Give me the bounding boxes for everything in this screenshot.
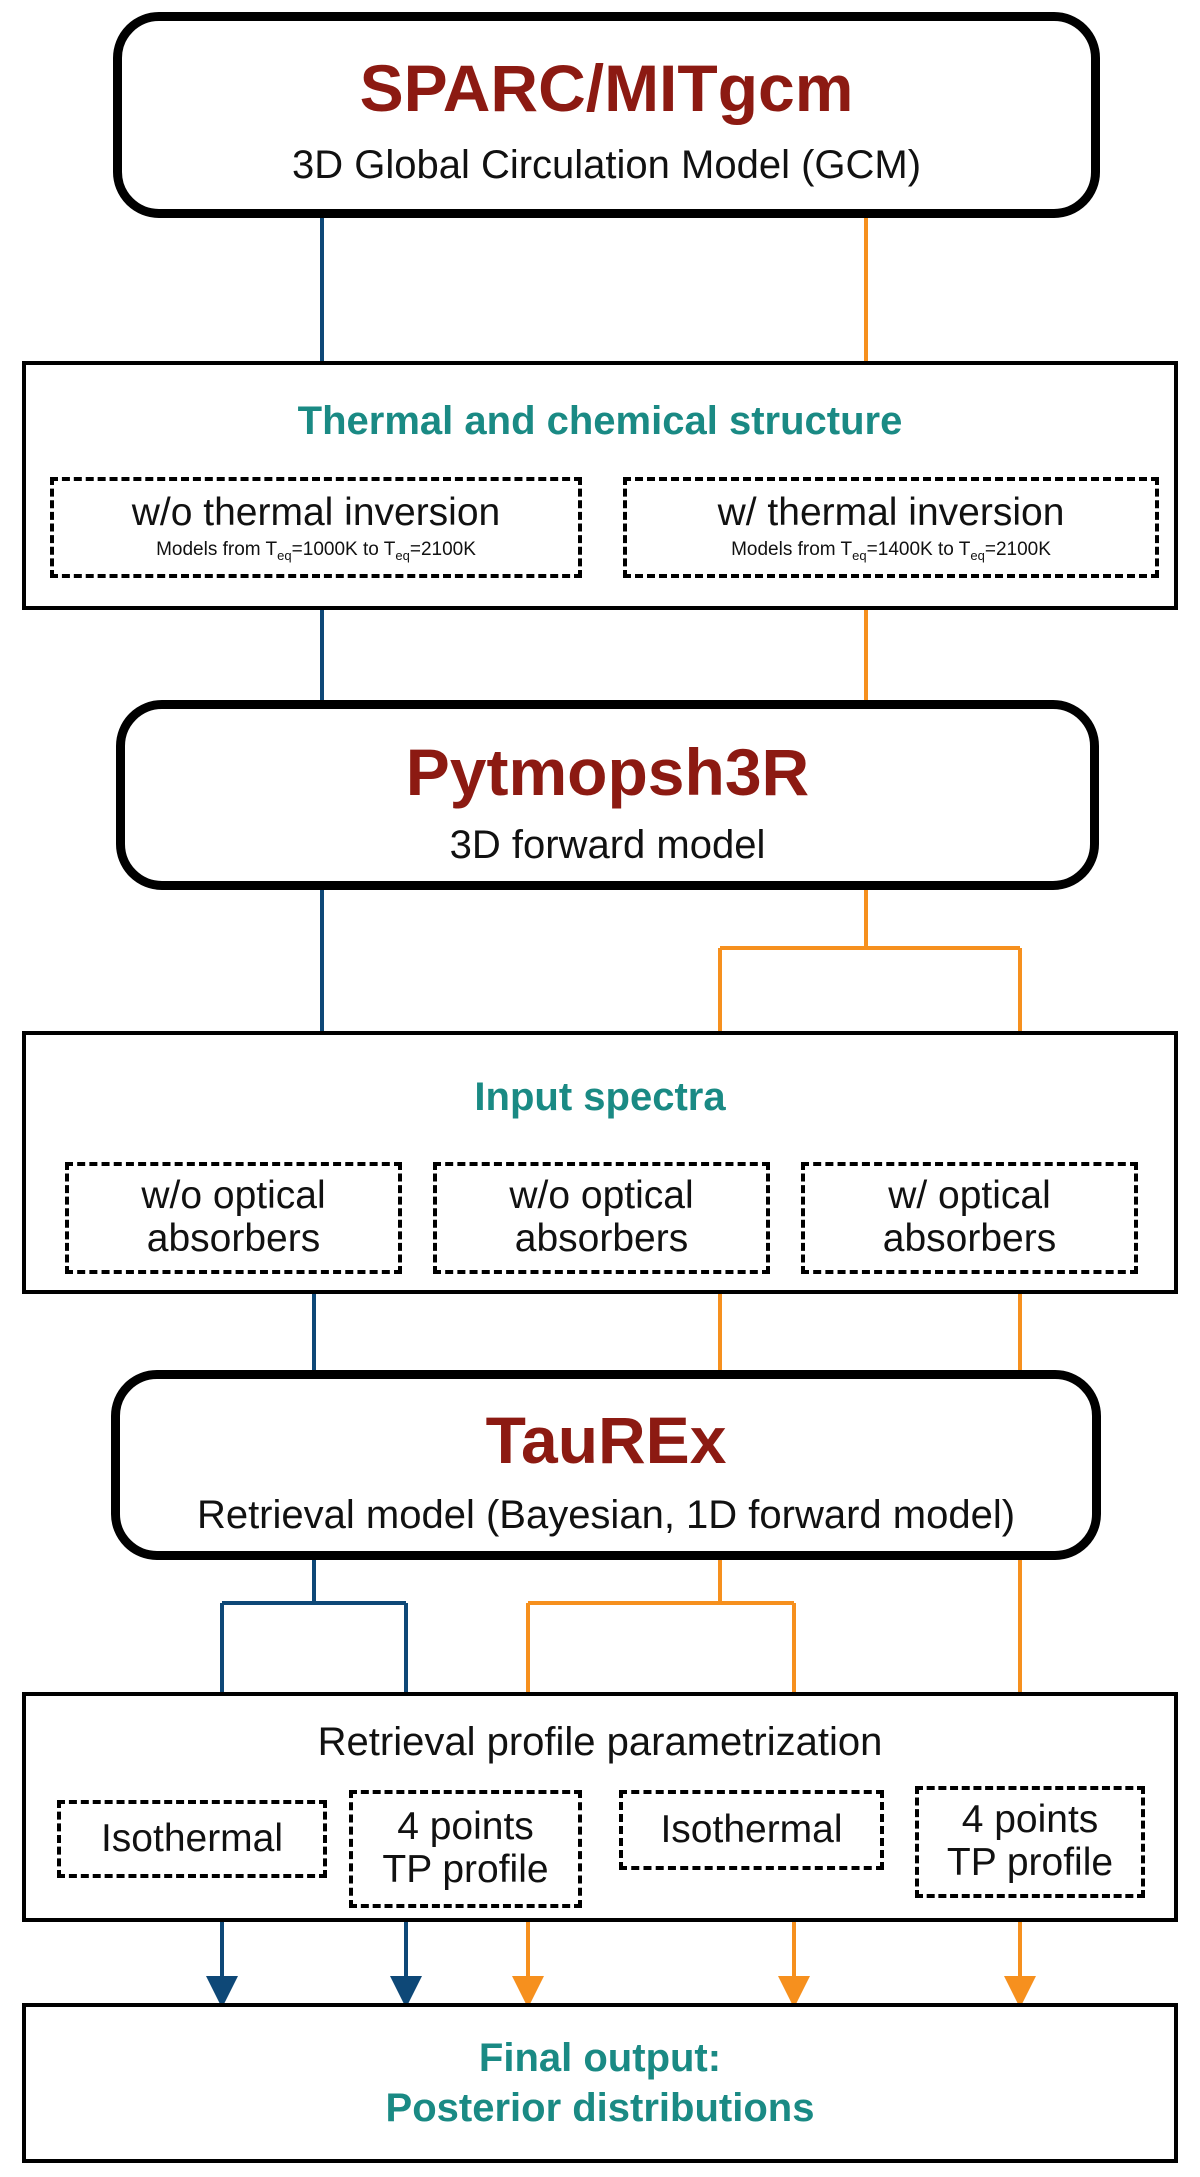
retrieval-box-isothermal-2: Isothermal [619, 1790, 884, 1870]
spectra-box-3: w/ optical absorbers [801, 1162, 1138, 1274]
spectra-box-1: w/o optical absorbers [65, 1162, 402, 1274]
option-without-thermal-inversion: w/o thermal inversion Models from Teq=10… [50, 477, 582, 578]
spectra-box-1-line1: w/o optical [141, 1174, 326, 1218]
spectra-box-2: w/o optical absorbers [433, 1162, 770, 1274]
gcm-model-box: SPARC/MITgcm 3D Global Circulation Model… [113, 12, 1100, 218]
retrieval-parametrization-title: Retrieval profile parametrization [317, 1720, 883, 1764]
spectra-box-2-line1: w/o optical [509, 1174, 694, 1218]
spectra-box-3-line2: absorbers [882, 1217, 1057, 1260]
taurex-title: TauREx [485, 1403, 727, 1477]
final-output-line1: Final output: [478, 2036, 722, 2080]
retrieval-box-tp-profile-2: 4 points TP profile [915, 1786, 1145, 1898]
wire-orange-pytmosph-split [718, 890, 1022, 1031]
final-output-section: Final output: Posterior distributions [22, 2003, 1178, 2163]
with-inversion-models: Models from Teq=1400K to Teq=2100K [731, 539, 1051, 564]
thermal-structure-title: Thermal and chemical structure [297, 399, 903, 443]
retrieval-box-2-line1: 4 points [397, 1805, 534, 1849]
spectra-box-3-line1: w/ optical [888, 1174, 1051, 1218]
pytmosph-subtitle: 3D forward model [449, 823, 766, 867]
retrieval-box-1-line1: Isothermal [100, 1816, 284, 1860]
retrieval-box-4-line2: TP profile [946, 1841, 1114, 1884]
pytmosph-title: Pytmopsh3R [405, 735, 810, 809]
retrieval-box-2-line2: TP profile [382, 1848, 549, 1891]
taurex-model-box: TauREx Retrieval model (Bayesian, 1D for… [111, 1370, 1101, 1560]
retrieval-box-4-line1: 4 points [961, 1798, 1099, 1842]
without-inversion-label: w/o thermal inversion [131, 490, 501, 534]
taurex-subtitle: Retrieval model (Bayesian, 1D forward mo… [196, 1493, 1016, 1537]
retrieval-box-3-line1: Isothermal [660, 1807, 843, 1851]
with-inversion-label: w/ thermal inversion [717, 490, 1065, 534]
retrieval-box-isothermal-1: Isothermal [57, 1800, 327, 1878]
gcm-title: SPARC/MITgcm [359, 51, 854, 125]
gcm-subtitle: 3D Global Circulation Model (GCM) [291, 143, 922, 187]
retrieval-box-tp-profile-1: 4 points TP profile [349, 1790, 582, 1908]
wire-orange-taurex-split [526, 1560, 796, 1692]
spectra-box-2-line2: absorbers [514, 1217, 689, 1260]
spectra-box-1-line2: absorbers [146, 1217, 321, 1260]
without-inversion-models: Models from Teq=1000K to Teq=2100K [156, 539, 476, 564]
final-output-line2: Posterior distributions [385, 2086, 815, 2130]
wire-blue-taurex-split [220, 1560, 408, 1692]
input-spectra-title: Input spectra [474, 1075, 726, 1119]
pytmosph-model-box: Pytmopsh3R 3D forward model [116, 700, 1099, 890]
option-with-thermal-inversion: w/ thermal inversion Models from Teq=140… [623, 477, 1159, 578]
